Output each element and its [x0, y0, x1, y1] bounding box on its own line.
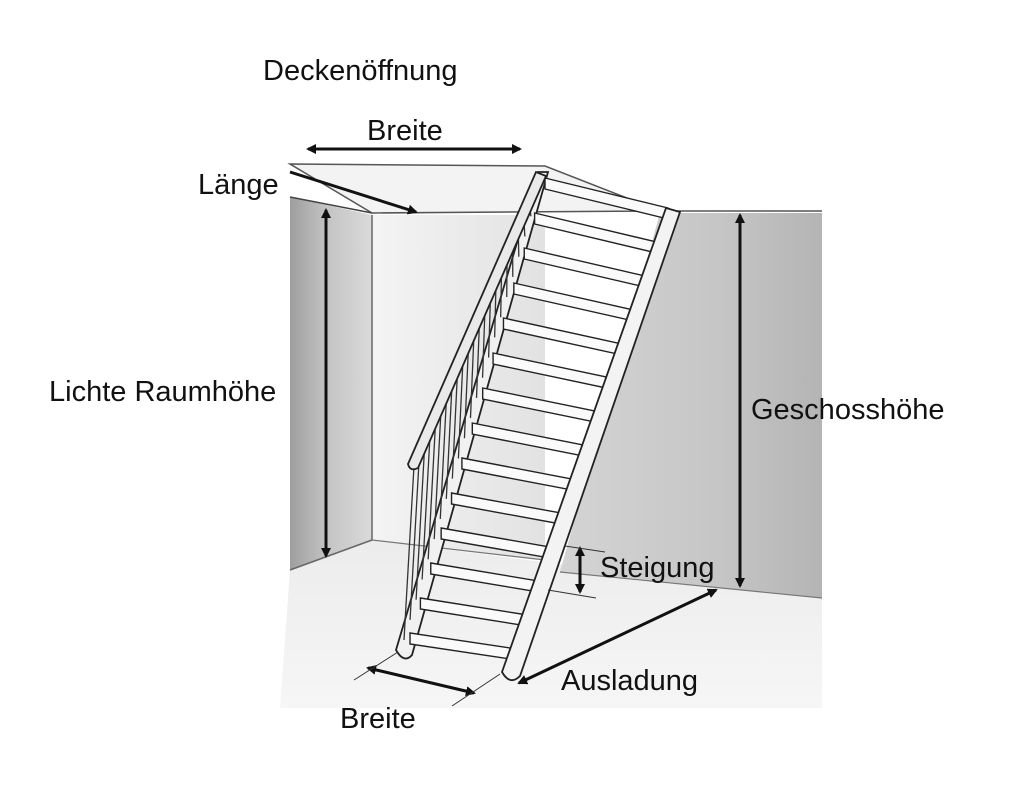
- handrail: [407, 170, 548, 471]
- floor-edge-right: [559, 571, 823, 599]
- stair-treads: [409, 177, 669, 660]
- railing-baluster: [451, 365, 459, 479]
- extension-line-width-left: [353, 651, 399, 681]
- railing-baluster: [421, 428, 432, 580]
- extension-line-width-right: [451, 673, 501, 707]
- ceiling-edge: [289, 196, 373, 214]
- left-wall: [290, 197, 372, 570]
- railing-baluster: [427, 415, 437, 560]
- dimension-arrow-run: [517, 588, 718, 685]
- dimension-arrow-opening-length: [289, 170, 418, 215]
- railing-baluster: [457, 352, 464, 459]
- right-wall: [560, 213, 822, 598]
- railing-baluster: [415, 440, 426, 600]
- label-floor-height: Geschosshöhe: [751, 394, 945, 426]
- label-clear-height: Lichte Raumhöhe: [49, 376, 277, 408]
- stair-tread: [533, 212, 657, 254]
- stringer-right: [501, 206, 682, 682]
- staircase: [395, 170, 682, 682]
- extension-line-rise-top: [564, 545, 606, 553]
- railing-baluster: [439, 390, 448, 519]
- railing-baluster: [445, 377, 453, 499]
- floor-edge-left: [289, 539, 373, 571]
- floor-edge-back: [371, 539, 546, 561]
- extension-lines: [353, 545, 606, 707]
- railing-baluster: [433, 402, 443, 540]
- railing-baluster: [409, 453, 421, 620]
- dimensions: [289, 144, 745, 697]
- label-opening-width: Breite: [367, 115, 443, 147]
- dimension-arrow-stair-width: [366, 664, 476, 697]
- label-rise: Steigung: [600, 552, 715, 584]
- railing-baluster: [463, 339, 470, 439]
- label-stair-width: Breite: [340, 703, 416, 735]
- label-ceiling-opening: Deckenöffnung: [263, 55, 458, 87]
- railing-baluster: [403, 465, 415, 641]
- label-run: Ausladung: [561, 665, 699, 697]
- extension-line-rise-bottom: [547, 589, 597, 599]
- label-opening-length: Länge: [198, 169, 279, 201]
